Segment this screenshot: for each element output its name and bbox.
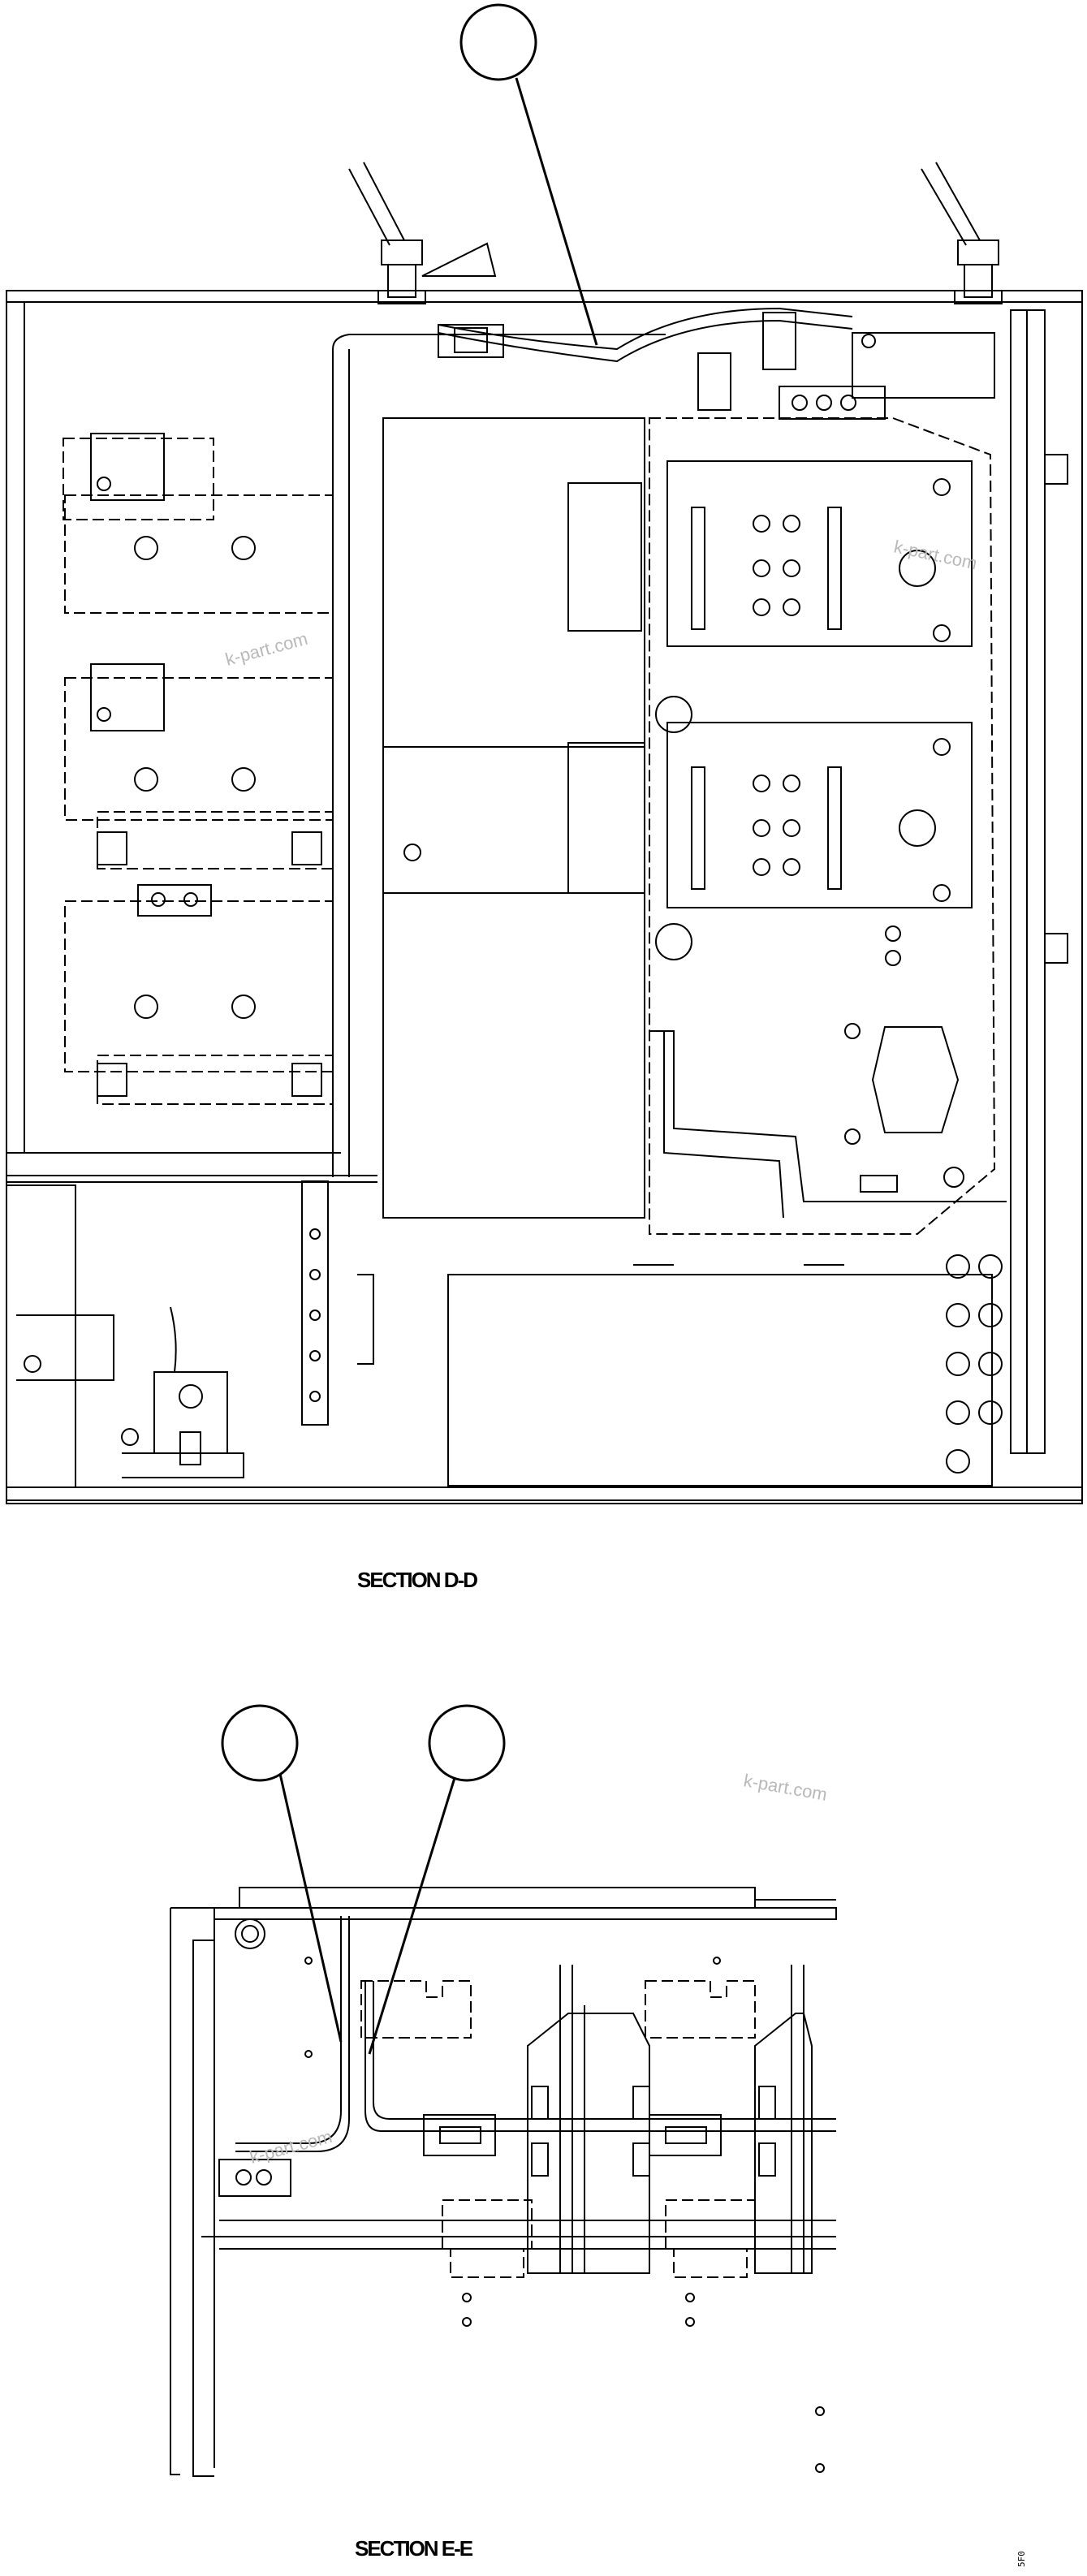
housing-outline (6, 290, 1083, 1501)
right-bracket-top (1044, 454, 1068, 485)
mounting-holes (304, 1957, 825, 2473)
connector-block-top-right (779, 332, 995, 420)
lifting-handle-right (921, 162, 1003, 304)
right-edge-components (946, 1254, 1003, 1474)
section-dd-caption: SECTION D-D (357, 1568, 477, 1592)
thyristor-stack-1 (527, 1965, 650, 2274)
watermark: k-part.com (223, 628, 310, 670)
section-ee-view: k-part.com k-part.com SECTION E-E 5F0 (170, 1704, 1027, 2567)
callout-2 (221, 1704, 343, 2043)
callout-1 (459, 3, 598, 346)
cable-harness-top (332, 242, 853, 1177)
busbar-assembly (235, 1916, 836, 2156)
frame-top-strip (214, 1907, 837, 1920)
center-enclosure (382, 417, 645, 1219)
left-mount-blocks (90, 433, 322, 1097)
section-ee-caption: SECTION E-E (355, 2536, 473, 2561)
lifting-handle-left (348, 162, 426, 304)
right-modules (649, 417, 996, 1235)
frame-outline (170, 1887, 836, 1909)
corner-fastener (235, 1918, 265, 1949)
mounting-outlines (360, 1980, 756, 2278)
transformer-block (447, 1264, 993, 1486)
terminal-block-lower-left (218, 2159, 291, 2197)
watermark: k-part.com (742, 1770, 829, 1805)
terminal-area (6, 1180, 374, 1488)
thyristor-stack-2 (754, 1965, 813, 2274)
housing-base-strip (6, 1486, 1083, 1504)
section-dd-view: k-part.com k-part.com SECTION D-D (6, 3, 1083, 1592)
right-bracket-bottom (1044, 933, 1068, 964)
callout-3 (368, 1704, 506, 2055)
left-modules (63, 438, 334, 1105)
air-duct (649, 1030, 1007, 1202)
drawing-code: 5F0 (1016, 2551, 1027, 2567)
